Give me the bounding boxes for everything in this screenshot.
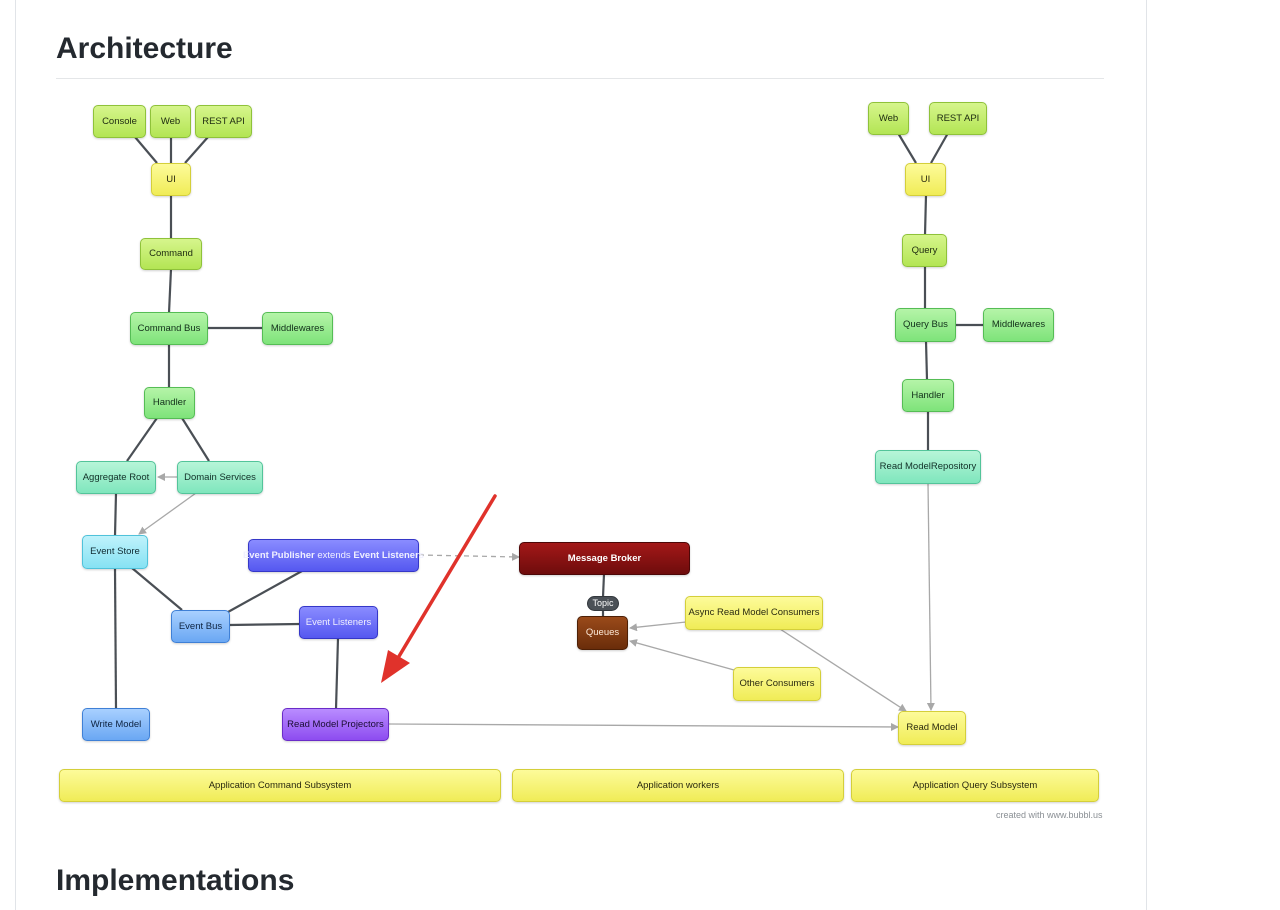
write-model-node: Write Model xyxy=(82,708,150,741)
event-bus-node: Event Bus xyxy=(171,610,230,643)
event-publisher-node: Event Publisher extends Event Listeners xyxy=(243,539,424,572)
handler-node-left: Handler xyxy=(144,387,195,419)
command-bus-node: Command Bus xyxy=(130,312,208,345)
bubbl-credit: created with www.bubbl.us xyxy=(996,810,1103,820)
event-publisher-label: Event Publisher xyxy=(242,549,315,561)
query-side-connectors xyxy=(897,132,984,451)
web-node-left: Web xyxy=(150,105,191,138)
query-node: Query xyxy=(902,234,947,267)
implementations-heading: Implementations xyxy=(56,864,295,897)
middlewares-node-right: Middlewares xyxy=(983,308,1054,342)
message-broker-node: Message Broker xyxy=(519,542,690,575)
event-listeners-node: Event Listeners xyxy=(299,606,378,639)
other-consumers-node: Other Consumers xyxy=(733,667,821,701)
topic-badge: Topic xyxy=(587,596,619,611)
rest-api-node-left: REST API xyxy=(195,105,252,138)
aggregate-root-node: Aggregate Root xyxy=(76,461,156,494)
event-store-node: Event Store xyxy=(82,535,148,569)
command-node: Command xyxy=(140,238,202,270)
annotation-arrow xyxy=(381,494,497,683)
middlewares-node-left: Middlewares xyxy=(262,312,333,345)
workers-subsystem-bar: Application workers xyxy=(512,769,844,802)
async-read-model-consumers-node: Async Read Model Consumers xyxy=(685,596,823,630)
command-side-connectors xyxy=(113,136,606,710)
event-listeners-label: Event Listeners xyxy=(353,549,425,561)
web-node-right: Web xyxy=(868,102,909,135)
ui-node-right: UI xyxy=(905,163,946,196)
rest-api-node-right: REST API xyxy=(929,102,987,135)
handler-node-right: Handler xyxy=(902,379,954,412)
architecture-heading: Architecture xyxy=(56,32,233,65)
query-subsystem-bar: Application Query Subsystem xyxy=(851,769,1099,802)
read-model-repository-node: Read ModelRepository xyxy=(875,450,981,484)
domain-services-node: Domain Services xyxy=(177,461,263,494)
query-bus-node: Query Bus xyxy=(895,308,956,342)
command-subsystem-bar: Application Command Subsystem xyxy=(59,769,501,802)
read-model-projectors-node: Read Model Projectors xyxy=(282,708,389,741)
queues-node: Queues xyxy=(577,616,628,650)
flow-arrows xyxy=(138,473,935,731)
console-node: Console xyxy=(93,105,146,138)
read-model-node: Read Model xyxy=(898,711,966,745)
heading-divider xyxy=(56,78,1104,79)
ui-node-left: UI xyxy=(151,163,191,196)
extends-label: extends xyxy=(314,549,354,561)
